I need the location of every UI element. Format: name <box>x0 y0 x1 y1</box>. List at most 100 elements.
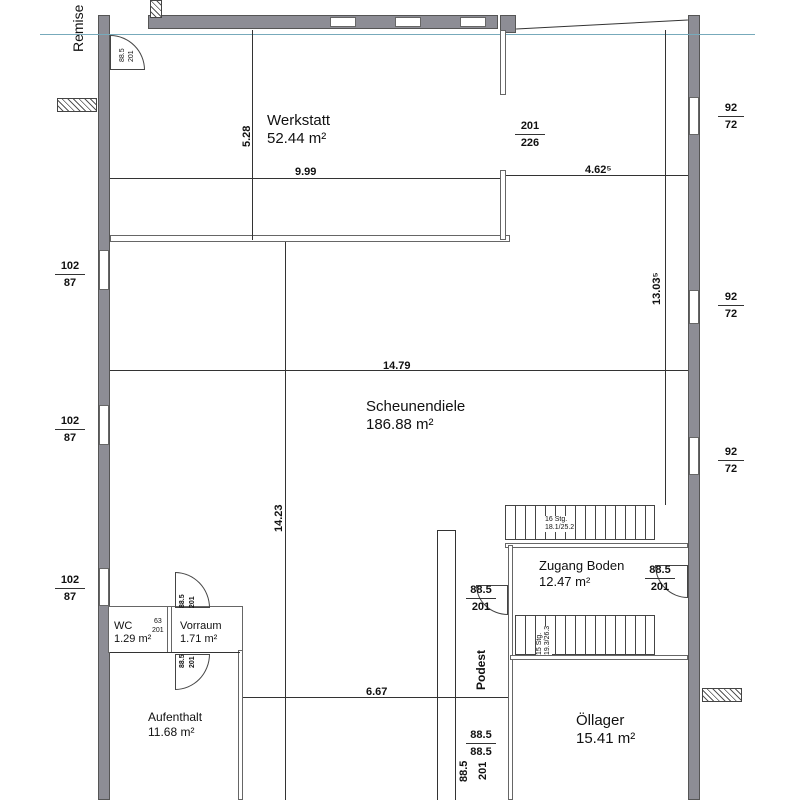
fraction-bar <box>718 116 744 117</box>
werkstatt-partition <box>500 170 506 240</box>
fraction-bar <box>55 588 85 589</box>
room-name: Aufenthalt <box>148 710 203 724</box>
window-top <box>460 17 486 27</box>
room-area: 186.88 m² <box>366 416 434 433</box>
fraction-bar <box>466 743 496 744</box>
window-left <box>99 405 109 445</box>
dim-total-width: 14.79 <box>383 360 411 372</box>
room-name: Öllager <box>576 712 625 729</box>
diagonal-line <box>516 19 688 30</box>
room-name: Werkstatt <box>267 112 331 129</box>
window-width: 102 <box>60 260 80 272</box>
window-right <box>689 290 699 324</box>
podest-label: Podest <box>474 649 488 690</box>
stairs-upper-label: 16 Stg.18.1/25.2 <box>545 516 575 532</box>
window-width: 92 <box>724 102 738 114</box>
room-area: 1.71 m² <box>180 633 218 645</box>
fraction-bar <box>55 274 85 275</box>
werkstatt-wall <box>110 235 510 242</box>
room-area: 1.29 m² <box>114 633 152 645</box>
door-size-zugang-right: 88.5 201 <box>645 562 675 595</box>
dimension-line <box>506 175 688 176</box>
aufenthalt-wall <box>238 650 243 800</box>
window-width: 92 <box>724 291 738 303</box>
door-width: 201 <box>520 120 540 132</box>
podest-line <box>455 530 456 800</box>
oellager-wall <box>510 655 688 660</box>
door-size-bottom: 201 <box>476 762 490 780</box>
wc-divider <box>167 606 172 653</box>
window-height: 72 <box>724 463 738 475</box>
chimney <box>57 98 97 112</box>
dim-right-depth: 13.03⁵ <box>651 272 663 305</box>
podest-line <box>437 530 438 800</box>
werkstatt-partition <box>500 30 506 95</box>
reference-line <box>40 34 755 35</box>
door-height: 226 <box>520 137 540 149</box>
door-size-bottom: 88.5 <box>457 761 471 782</box>
stairs-steps: 15 Stg. <box>536 632 543 655</box>
stairs-ratio: 18.1/25.2 <box>545 524 575 531</box>
zugang-wall <box>508 545 513 800</box>
remise-label: Remise <box>70 4 86 52</box>
window-left <box>99 250 109 290</box>
window-width: 92 <box>724 446 738 458</box>
wall-pillar <box>500 15 516 33</box>
door-width: 88.5 <box>470 729 492 741</box>
stairs-lower-label: 15 Stg.19.3/26.3 <box>536 625 552 655</box>
window-height: 87 <box>63 432 77 444</box>
fraction-bar <box>55 429 85 430</box>
aufenthalt-top-line <box>110 652 240 653</box>
chimney <box>150 0 162 18</box>
window-top <box>330 17 356 27</box>
room-name: Zugang Boden <box>539 558 625 573</box>
door-width: 88.5 <box>649 564 671 576</box>
wall-top <box>148 15 498 29</box>
window-height: 72 <box>724 308 738 320</box>
chimney <box>702 688 742 702</box>
dimension-line <box>110 178 500 179</box>
dimension-line <box>665 30 666 505</box>
window-width: 102 <box>60 574 80 586</box>
dim-werkstatt-depth: 5.28 <box>241 125 253 147</box>
fraction-bar <box>515 134 545 135</box>
fraction-bar <box>645 578 675 579</box>
fraction-bar <box>718 305 744 306</box>
dimension-line <box>243 697 508 698</box>
room-name: Vorraum <box>180 620 222 632</box>
door-width: 88.5 <box>458 760 470 782</box>
door-width: 88.5 <box>119 48 126 62</box>
dim-total-depth: 14.23 <box>273 504 285 532</box>
door-height: 201 <box>650 581 670 593</box>
window-right <box>689 437 699 475</box>
window-height: 72 <box>724 119 738 131</box>
fraction-bar <box>466 598 496 599</box>
room-name: Scheunendiele <box>366 398 466 415</box>
door-height: 201 <box>152 627 164 634</box>
dimension-line <box>252 30 253 240</box>
door-height: 201 <box>189 596 196 608</box>
dim-werkstatt-width: 9.99 <box>295 166 317 178</box>
door-width: 88.5 <box>470 584 492 596</box>
fraction-bar <box>718 460 744 461</box>
podest-line <box>437 530 455 531</box>
door-width: 63 <box>153 618 162 625</box>
window-height: 87 <box>63 277 77 289</box>
window-height: 87 <box>63 591 77 603</box>
dim-right-width: 4.62⁵ <box>585 164 612 176</box>
